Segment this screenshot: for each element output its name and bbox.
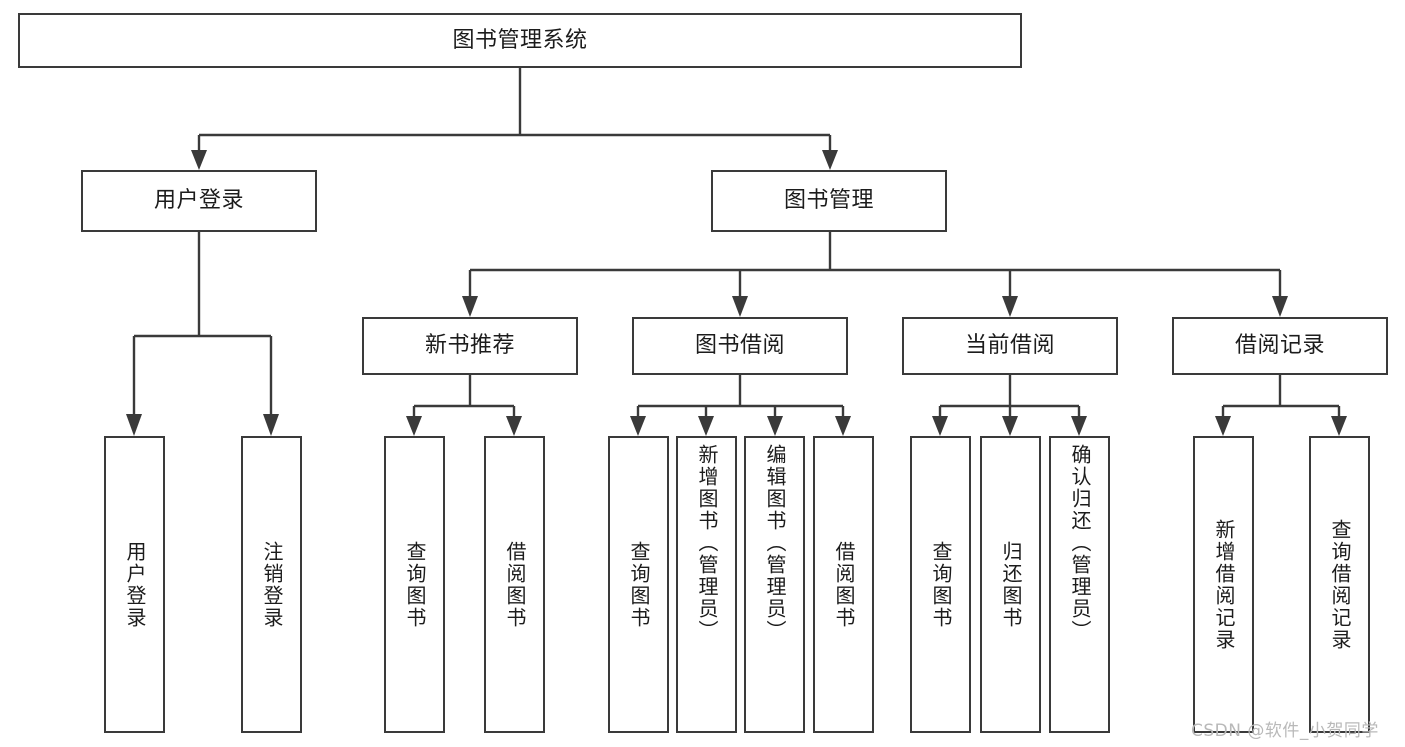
node-label-book-borrow: 图书借阅 <box>694 333 785 359</box>
node-label-leaf-current-query-book: 查询图书 <box>929 540 953 629</box>
node-leaf-current-confirm-return-admin[interactable]: 确认归还（管理员） <box>1049 436 1110 733</box>
node-leaf-current-query-book[interactable]: 查询图书 <box>910 436 971 733</box>
node-new-book-recommend[interactable]: 新书推荐 <box>362 317 578 375</box>
node-label-leaf-newbook-query-book: 查询图书 <box>403 540 427 629</box>
arrow-head-newbook-leaf-0 <box>406 416 422 436</box>
node-borrow-record[interactable]: 借阅记录 <box>1172 317 1388 375</box>
node-leaf-newbook-query-book[interactable]: 查询图书 <box>384 436 445 733</box>
arrow-head-newbook-leaf-1 <box>506 416 522 436</box>
node-label-user-login: 用户登录 <box>153 188 244 214</box>
node-leaf-borrow-borrow-book[interactable]: 借阅图书 <box>813 436 874 733</box>
arrow-head-leaf-user-login <box>126 414 142 436</box>
arrow-head-borrow-leaf-0 <box>630 416 646 436</box>
node-book-management[interactable]: 图书管理 <box>711 170 947 232</box>
node-book-borrow[interactable]: 图书借阅 <box>632 317 848 375</box>
node-label-leaf-logout: 注销登录 <box>260 540 284 629</box>
arrow-head-bookmgmt <box>822 150 838 170</box>
arrow-head-borrow-leaf-2 <box>767 416 783 436</box>
node-label-leaf-borrow-add-book-admin: 新增图书（管理员） <box>695 444 719 642</box>
arrow-head-borrow-leaf-1 <box>698 416 714 436</box>
node-label-leaf-borrow-edit-book-admin: 编辑图书（管理员） <box>763 444 787 642</box>
node-label-current-borrow: 当前借阅 <box>964 333 1055 359</box>
node-label-leaf-record-add-borrow-record: 新增借阅记录 <box>1212 518 1236 651</box>
arrow-head-current-leaf-2 <box>1071 416 1087 436</box>
node-leaf-borrow-edit-book-admin[interactable]: 编辑图书（管理员） <box>744 436 805 733</box>
node-label-book-management: 图书管理 <box>783 188 874 214</box>
node-leaf-user-login[interactable]: 用户登录 <box>104 436 165 733</box>
node-label-leaf-borrow-query-book: 查询图书 <box>627 540 651 629</box>
arrow-head-current <box>1002 296 1018 317</box>
node-leaf-logout[interactable]: 注销登录 <box>241 436 302 733</box>
node-leaf-record-add-borrow-record[interactable]: 新增借阅记录 <box>1193 436 1254 733</box>
arrow-head-current-leaf-1 <box>1002 416 1018 436</box>
node-label-new-book-recommend: 新书推荐 <box>424 333 515 359</box>
node-label-leaf-borrow-borrow-book: 借阅图书 <box>832 540 856 629</box>
node-label-leaf-record-query-borrow-record: 查询借阅记录 <box>1328 518 1352 651</box>
arrow-head-leaf-logout <box>263 414 279 436</box>
node-label-borrow-record: 借阅记录 <box>1234 333 1325 359</box>
arrow-head-newbook <box>462 296 478 317</box>
node-leaf-borrow-query-book[interactable]: 查询图书 <box>608 436 669 733</box>
node-leaf-newbook-borrow-book[interactable]: 借阅图书 <box>484 436 545 733</box>
node-label-leaf-newbook-borrow-book: 借阅图书 <box>503 540 527 629</box>
arrow-head-borrow <box>732 296 748 317</box>
node-label-leaf-current-return-book: 归还图书 <box>999 540 1023 629</box>
node-leaf-borrow-add-book-admin[interactable]: 新增图书（管理员） <box>676 436 737 733</box>
node-root-library-management-system[interactable]: 图书管理系统 <box>18 13 1022 68</box>
arrow-head-borrow-leaf-3 <box>835 416 851 436</box>
node-label-root: 图书管理系统 <box>452 27 588 53</box>
node-label-leaf-current-confirm-return-admin: 确认归还（管理员） <box>1068 444 1092 642</box>
node-leaf-record-query-borrow-record[interactable]: 查询借阅记录 <box>1309 436 1370 733</box>
arrow-head-record-leaf-0 <box>1215 416 1231 436</box>
arrow-head-record-leaf-1 <box>1331 416 1347 436</box>
node-user-login[interactable]: 用户登录 <box>81 170 317 232</box>
node-leaf-current-return-book[interactable]: 归还图书 <box>980 436 1041 733</box>
node-label-leaf-user-login: 用户登录 <box>123 540 147 629</box>
arrow-head-current-leaf-0 <box>932 416 948 436</box>
arrow-head-record <box>1272 296 1288 317</box>
node-current-borrow[interactable]: 当前借阅 <box>902 317 1118 375</box>
arrow-head-userlogin <box>191 150 207 170</box>
